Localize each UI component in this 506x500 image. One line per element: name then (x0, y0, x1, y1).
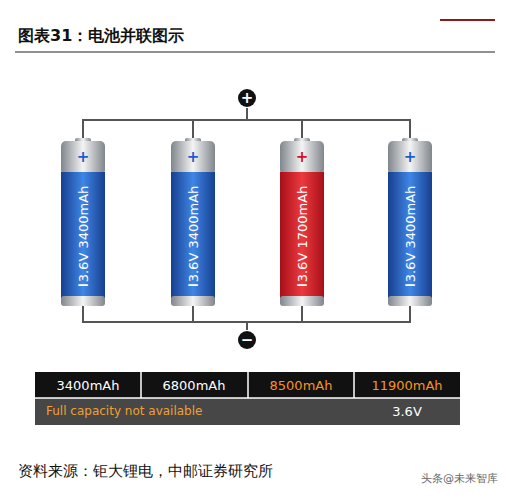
battery-rating: 3.6V 1700mAh (296, 186, 309, 283)
corner-accent (440, 19, 495, 21)
terminal-disc (238, 89, 256, 107)
table-cell: 3400mAh (57, 379, 120, 392)
terminal-circle: − (237, 330, 257, 350)
polarity-sign: + (77, 150, 90, 165)
battery-rating: 3.6V 3400mAh (404, 186, 417, 283)
wire (193, 108, 247, 138)
battery-body (171, 172, 215, 298)
terminal-disc (238, 331, 256, 349)
table-note: Full capacity not available (46, 405, 202, 417)
title-rule (15, 51, 495, 52)
wire (247, 306, 410, 330)
table-divider (247, 372, 249, 398)
battery-body (280, 172, 324, 298)
table-cell: 8500mAh (270, 379, 333, 392)
battery-rating: 3.6V 3400mAh (77, 186, 90, 283)
table-cell: 6800mAh (163, 379, 226, 392)
terminal-sign: + (237, 88, 257, 108)
table-divider (35, 397, 460, 399)
battery-cap (61, 141, 105, 175)
terminal-circle: + (237, 88, 257, 108)
terminal-sign: − (237, 330, 257, 350)
battery-base (280, 296, 324, 306)
wire (247, 108, 410, 138)
battery-cell: +3.6V 3400mAh− (61, 138, 105, 306)
polarity-sign: + (404, 150, 417, 165)
wire (193, 306, 247, 330)
battery-rating: 3.6V 3400mAh (187, 186, 200, 283)
battery-cell: +3.6V 1700mAh− (280, 138, 324, 306)
table-divider (353, 372, 355, 398)
table-cell: 3.6V (392, 405, 422, 418)
wire (83, 108, 247, 138)
battery-base (171, 296, 215, 306)
figure-title: 图表31：电池并联图示 (18, 26, 184, 47)
battery-body (61, 172, 105, 298)
battery-cell: +3.6V 3400mAh− (171, 138, 215, 306)
table-row (35, 398, 460, 425)
battery-cap (280, 141, 324, 175)
source-note: 资料来源：钜大锂电，中邮证券研究所 (18, 462, 273, 481)
table-row (35, 372, 460, 398)
polarity-sign: − (77, 278, 90, 293)
table-cell: 11900mAh (371, 379, 442, 392)
polarity-sign: − (187, 278, 200, 293)
polarity-sign: + (187, 150, 200, 165)
watermark: 头条@未来智库 (421, 473, 498, 484)
battery-base (61, 296, 105, 306)
wire (247, 306, 302, 330)
battery-body (388, 172, 432, 298)
battery-cell: +3.6V 3400mAh− (388, 138, 432, 306)
polarity-sign: − (296, 278, 309, 293)
wire (247, 108, 302, 138)
wire (83, 306, 247, 330)
battery-cap (171, 141, 215, 175)
polarity-sign: − (404, 278, 417, 293)
battery-cap (388, 141, 432, 175)
battery-base (388, 296, 432, 306)
table-divider (140, 372, 142, 398)
polarity-sign: + (296, 150, 309, 165)
